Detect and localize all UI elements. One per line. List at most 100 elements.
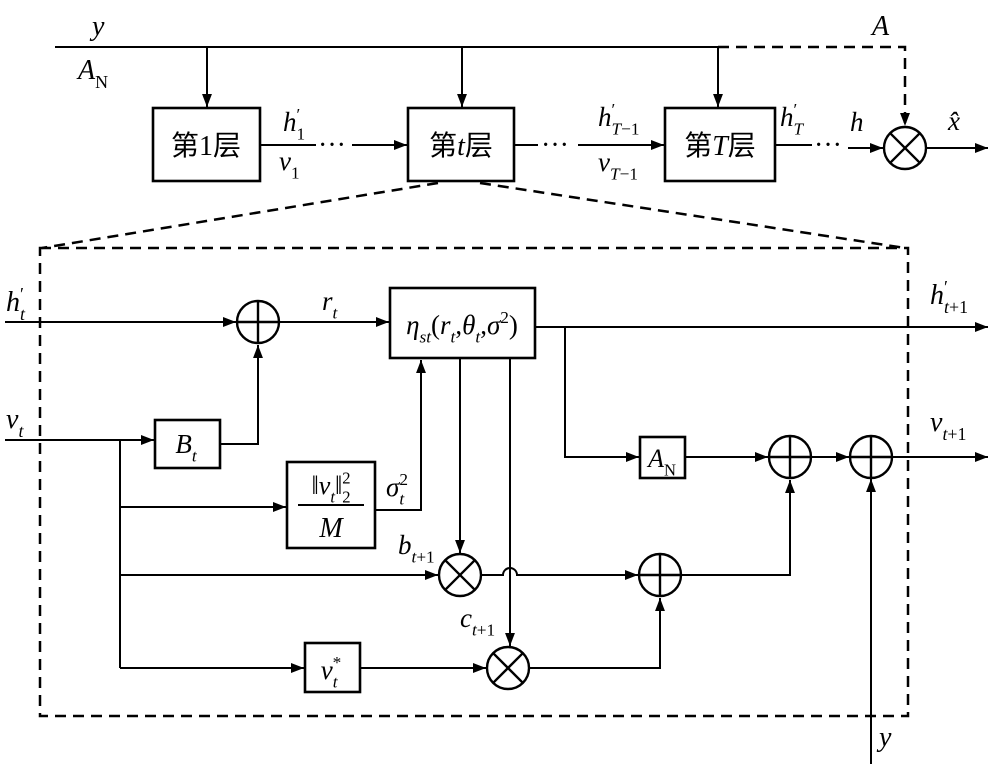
label-h-1-sub: 1 [296, 125, 305, 144]
layer-t-label-text: t [457, 131, 466, 162]
label-b-t-plus-1-sub: +1 [416, 548, 434, 567]
layer-t-label-text: 第 [429, 130, 457, 162]
label-v-1-sub: 1 [291, 164, 300, 183]
layer-t-label-text: 层 [465, 131, 493, 162]
label-h: h [850, 107, 864, 137]
label-c-t-plus-1-sub: +1 [477, 621, 495, 640]
c-product-line [529, 598, 665, 669]
label-c-t-plus-1-text: c [460, 603, 472, 633]
label-input-y: y [89, 11, 105, 42]
label-r-t: rt [322, 286, 339, 323]
B-t-label-sub: t [192, 447, 198, 466]
B-t-label: Bt [175, 429, 198, 466]
shrinkage-function-label-sub: st [420, 328, 433, 347]
label-v-1-text: v [279, 146, 291, 176]
shrinkage-function-label-text: r [440, 310, 451, 340]
A-N-label: AN [646, 444, 676, 479]
label-y-bottom: y [876, 722, 892, 753]
label-v-t-plus-1-sub: +1 [947, 424, 966, 444]
mask-dashed-line [718, 45, 910, 126]
A-N-label-sub: N [664, 460, 676, 479]
label-h-t-plus-1-text: h [930, 280, 944, 311]
norm-numerator-sub: 2 [342, 487, 350, 506]
label-input-A: A [870, 11, 890, 42]
branch-to-A-N [564, 327, 639, 462]
shrinkage-function-label-sup: 2 [500, 308, 509, 327]
b-multiplier-icon [437, 552, 483, 598]
label-b-t-plus-1-text: b [398, 530, 412, 560]
layer-T-label: 第T层 [684, 130, 756, 162]
B-t-box [153, 418, 222, 470]
v-star-label-sup: * [333, 653, 342, 672]
label-input-y-text: y [89, 11, 105, 42]
label-b-t-plus-1: bt+1 [398, 530, 435, 567]
layer-T-label-text: T [712, 131, 730, 162]
b-product-line [481, 567, 638, 580]
norm-numerator-sub: t [330, 487, 335, 506]
label-v-T-minus-1-sub: T [610, 165, 621, 184]
label-h-t: h′t [6, 284, 26, 324]
label-h-T-minus-1-sub: −1 [621, 120, 639, 139]
label-input-A-N: AN [76, 55, 108, 92]
label-v-t-plus-1: vt+1 [930, 407, 966, 444]
label-h-t-plus-1-sub: +1 [949, 297, 968, 317]
label-sigma-t-text: σ [386, 472, 401, 502]
label-v-t-text: v [6, 404, 19, 435]
label-h-T-text: h [780, 102, 794, 132]
label-h-1-sup: ′ [297, 105, 301, 124]
shrinkage-function-label-text: ) [509, 310, 518, 340]
label-h-1-text: h [283, 107, 297, 137]
label-v-t-plus-1-text: v [930, 407, 943, 438]
label-b-t-plus-1-sub: t [412, 548, 418, 567]
shrinkage-function-label-sub: t [451, 328, 457, 347]
label-input-A-N-text: A [76, 55, 96, 86]
shrinkage-function-label-text: , [455, 310, 462, 340]
A-N-box [638, 435, 687, 480]
adder-v-1-icon [767, 434, 813, 480]
shrinkage-function-label-text: σ [487, 310, 502, 340]
label-h-t-sub: t [20, 304, 26, 324]
norm-numerator-text: v [319, 471, 331, 500]
label-v-t: vt [6, 404, 24, 441]
layer-detail-frame [38, 246, 910, 718]
layer-1-label: 第1层 [171, 130, 241, 162]
label-c-t-plus-1: ct+1 [460, 603, 495, 640]
output-multiplier-icon [882, 125, 928, 171]
norm-numerator-sup: 2 [342, 469, 350, 488]
adder-r-icon [235, 299, 281, 345]
layer-t-label: 第t层 [429, 130, 493, 162]
label-c-t-plus-1-sub: t [472, 621, 478, 640]
layer-T-label-text: 层 [728, 131, 756, 162]
label-x-hat-text: x̂ [947, 106, 960, 136]
label-h-1: h′1 [283, 105, 305, 143]
adder-bc-output-line [681, 480, 795, 576]
v-star-label: v*t [321, 653, 342, 691]
shrinkage-function-label-text: , [480, 310, 487, 340]
ellipsis-2: ··· [541, 130, 569, 161]
v-star-label-text: v [321, 655, 333, 685]
shrinkage-function-label-text: ( [431, 310, 440, 340]
ellipsis-1: ··· [318, 130, 346, 161]
label-v-T-minus-1-sub: −1 [620, 165, 638, 184]
label-h-T-sub: T [793, 120, 804, 139]
adder-v-2-icon [848, 434, 894, 480]
v-star-box [303, 641, 362, 694]
layer-1-label-text: 第1层 [171, 130, 241, 162]
A-N-label-text: A [646, 444, 664, 473]
label-input-A-N-sub: N [95, 72, 108, 92]
zoom-connector-right [479, 181, 906, 250]
label-r-t-sub: t [333, 304, 339, 323]
B-t-label-text: B [175, 429, 192, 459]
label-v-t-sub: t [18, 421, 24, 441]
label-v-t-plus-1-sub: t [942, 424, 948, 444]
label-h-t-sup: ′ [20, 284, 24, 304]
label-h-T-minus-1: h′T−1 [598, 100, 639, 138]
v-star-label-sub: t [333, 673, 339, 692]
shrinkage-function-label-text: η [406, 310, 419, 340]
shrinkage-function-label-text: θ [462, 310, 475, 340]
layer-T-label-text: 第 [684, 130, 712, 162]
adder-bc-icon [637, 552, 683, 598]
label-v-T-minus-1: vT−1 [598, 147, 638, 184]
label-v-T-minus-1-text: v [598, 147, 610, 177]
